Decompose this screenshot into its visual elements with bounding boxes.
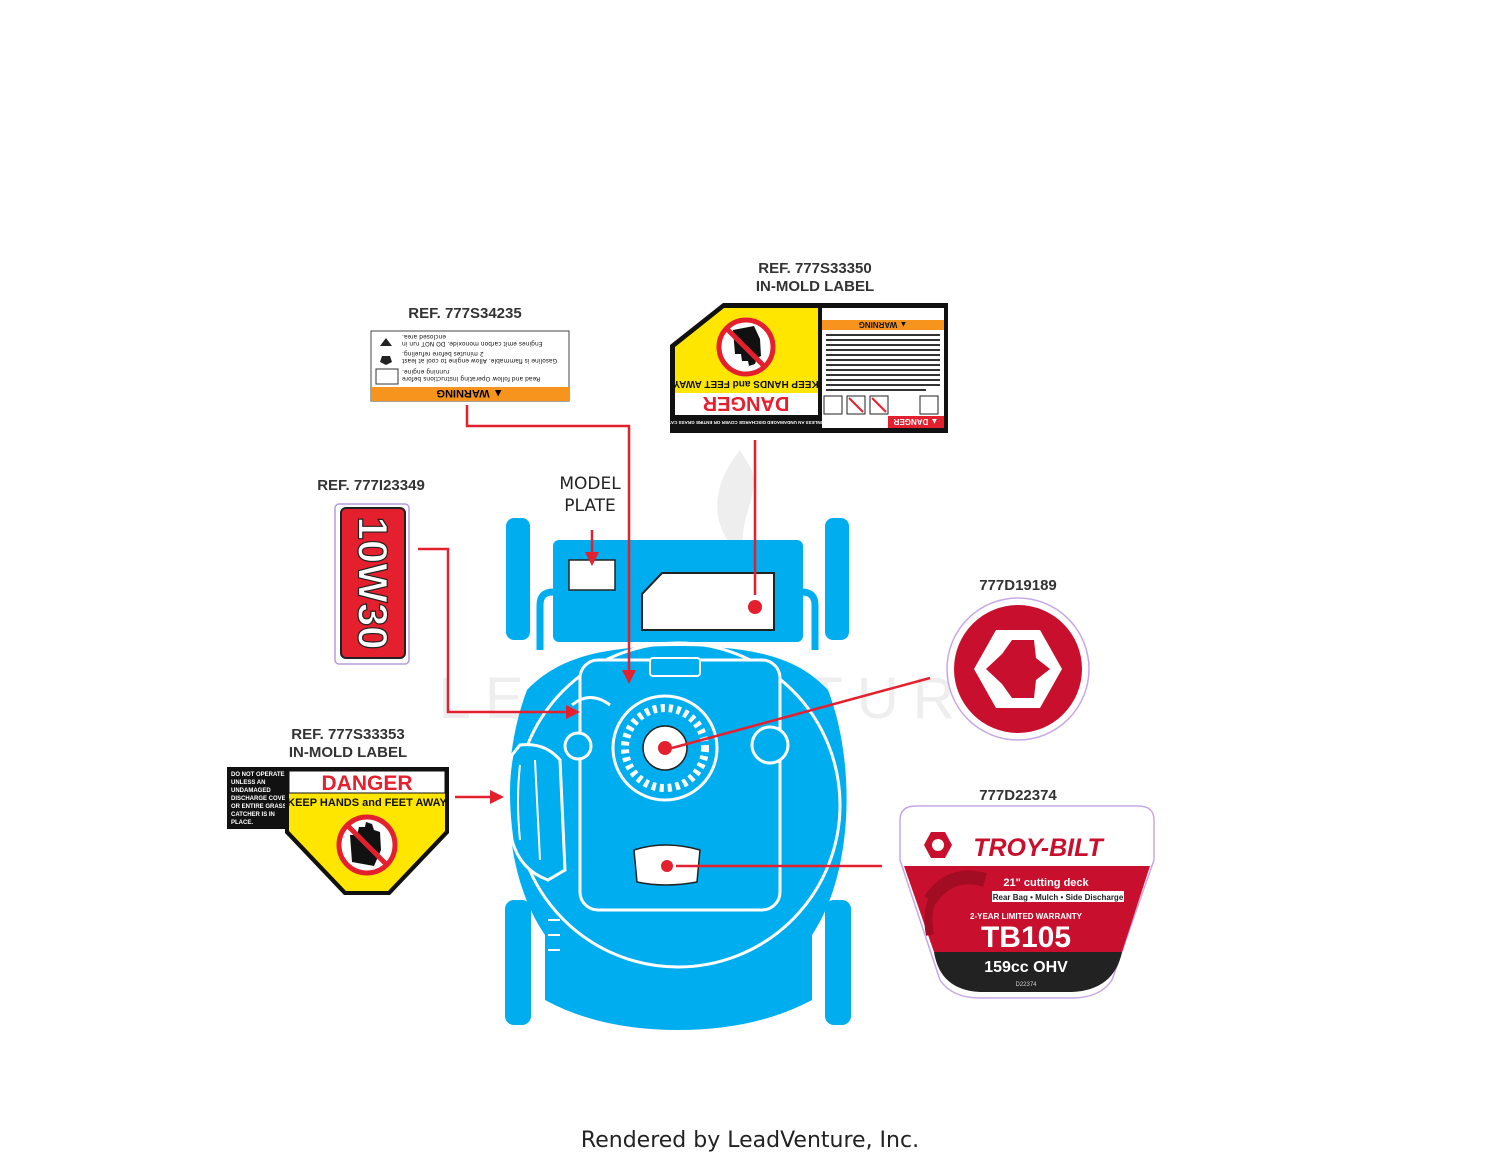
danger-top-footer: DO NOT OPERATE UNLESS AN UNDAMAGED DISCH… bbox=[627, 420, 866, 425]
warning-line-3: Gasoline is flammable. Allow engine to c… bbox=[401, 357, 557, 364]
deck-code: D22374 bbox=[1015, 982, 1037, 988]
danger-left-subtitle: KEEP HANDS and FEET AWAY bbox=[287, 797, 447, 809]
ref-logo: 777D19189 bbox=[979, 577, 1057, 594]
fumes-icon bbox=[380, 338, 392, 346]
deck-model: TB105 bbox=[981, 921, 1071, 954]
oil-label-777I23349: 10W30 bbox=[334, 503, 410, 665]
deck-features: Rear Bag • Mulch • Side Discharge bbox=[993, 893, 1124, 902]
mower-illustration bbox=[505, 518, 851, 1030]
leader-lines bbox=[418, 405, 931, 868]
warning-line-5: Engines emit carbon monoxide. DO NOT run… bbox=[402, 340, 543, 347]
ref-warning-label: REF. 777S34235 bbox=[408, 305, 521, 322]
danger-top-subtitle: KEEP HANDS and FEET AWAY bbox=[673, 378, 819, 389]
danger-left-side-3: UNDAMAGED bbox=[231, 788, 271, 794]
model-plate-label-line2: PLATE bbox=[564, 496, 616, 516]
logo-decal-777D19189 bbox=[946, 597, 1090, 741]
danger-left-side-5: OR ENTIRE GRASS bbox=[231, 804, 287, 810]
deck-decal-777D22374: TROY-BILT 21" cutting deck Rear Bag • Mu… bbox=[899, 805, 1155, 999]
warning-header: ▲ WARNING bbox=[436, 387, 503, 399]
fuel-icon bbox=[380, 356, 392, 365]
warning-line-6: enclosed area. bbox=[402, 333, 446, 340]
danger-label-777S33353: DO NOT OPERATE UNLESS AN UNDAMAGED DISCH… bbox=[227, 767, 449, 895]
ref-inmold-top: REF. 777S33350 bbox=[758, 260, 871, 277]
deck-brand: TROY-BILT bbox=[973, 834, 1105, 862]
warning-line-4: 2 minutes before refueling. bbox=[402, 350, 484, 357]
danger-top-danger-header: ▲ DANGER bbox=[893, 417, 938, 426]
danger-left-side-2: UNLESS AN bbox=[231, 780, 265, 786]
danger-top-warning-header: ▲ WARNING bbox=[859, 320, 908, 329]
warning-label-777S34235: ▲ WARNING Read and follow Operating Inst… bbox=[370, 330, 570, 402]
hazard-icons bbox=[823, 395, 939, 415]
model-plate-label-line1: MODEL bbox=[559, 474, 621, 494]
deck-engine: 159cc OHV bbox=[984, 959, 1068, 976]
danger-left-side-1: DO NOT OPERATE bbox=[231, 772, 285, 778]
ref-inmold-left: REF. 777S33353 bbox=[291, 726, 404, 743]
deck-warranty: 2-YEAR LIMITED WARRANTY bbox=[970, 912, 1083, 921]
warning-line-1: Read and follow Operating Instructions b… bbox=[402, 375, 540, 382]
ref-inmold-top-sub: IN-MOLD LABEL bbox=[756, 278, 874, 295]
oil-grade-text: 10W30 bbox=[350, 516, 397, 649]
oil-fill-cap bbox=[563, 731, 593, 761]
ref-inmold-left-sub: IN-MOLD LABEL bbox=[289, 744, 407, 761]
danger-left-side-4: DISCHARGE COVER bbox=[231, 796, 291, 802]
ref-deck-label: 777D22374 bbox=[979, 787, 1057, 804]
rear-right-wheel bbox=[825, 518, 849, 640]
danger-left-title: DANGER bbox=[321, 772, 412, 795]
rendered-by-footer: Rendered by LeadVenture, Inc. bbox=[580, 1128, 920, 1153]
warning-line-2: running engine. bbox=[402, 368, 450, 375]
danger-label-777S33350: DANGER KEEP HANDS and FEET AWAY ▲ WARNIN… bbox=[627, 303, 948, 433]
ref-oil-label: REF. 777I23349 bbox=[317, 477, 425, 494]
deck-size: 21" cutting deck bbox=[1003, 877, 1089, 889]
rear-left-wheel bbox=[506, 518, 530, 640]
front-left-wheel bbox=[505, 900, 531, 1025]
front-right-wheel bbox=[825, 900, 851, 1025]
danger-top-title: DANGER bbox=[702, 392, 789, 414]
danger-left-side-6: CATCHER IS IN bbox=[231, 812, 275, 818]
danger-left-side-7: PLACE. bbox=[231, 820, 253, 826]
